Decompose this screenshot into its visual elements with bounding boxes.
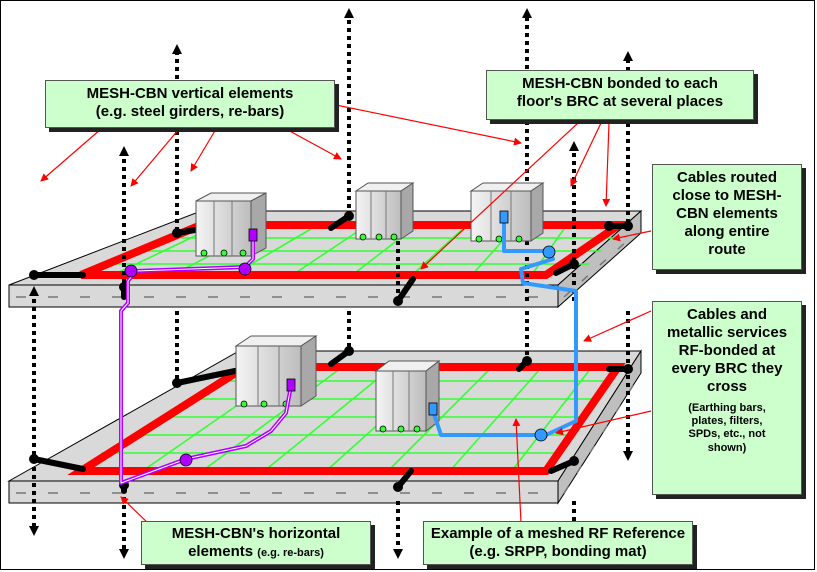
cabinet-upper-left [195,192,267,257]
lower-floor [7,349,642,505]
label-text: close to MESH- [672,187,782,204]
label-text: RF-bonded at [678,342,776,359]
label-text: (e.g. re-bars) [257,547,324,559]
label-text: MESH-CBN bonded to each [522,75,718,92]
upper-slab-front [8,284,559,308]
label-text: elements [188,543,258,560]
label-text: MESH-CBN's horizontal [171,525,341,542]
label-text: floor's BRC at several places [516,93,724,110]
label-horizontal-elements: MESH-CBN's horizontal elements (e.g. re-… [141,521,371,565]
cabinet-lower-right [374,359,441,433]
cabinet-upper-middle [354,182,415,240]
label-text: route [708,241,746,258]
label-text: Cables routed [676,169,778,186]
label-meshed-rf: Example of a meshed RF Reference (e.g. S… [423,521,693,565]
label-rf-bonded: Cables and metallic services RF-bonded a… [652,301,802,495]
label-text: every BRC they [671,360,783,377]
label-text: elements (e.g. re-bars) [142,543,370,561]
label-text: cross [706,378,748,395]
lower-slab-side [557,349,642,505]
label-note: plates, filters, [691,415,763,428]
label-text: (e.g. steel girders, re-bars) [95,103,285,120]
label-text: metallic services [666,324,788,341]
label-note: (Earthing bars, [688,402,766,414]
upper-floor [8,209,643,309]
label-text: (e.g. SRPP, bonding mat) [469,543,647,560]
label-note: SPDs, etc., not [688,428,766,441]
label-text: along entire [684,223,770,240]
label-vertical-elements: MESH-CBN vertical elements (e.g. steel g… [45,80,335,128]
cabinet-lower-left [234,335,318,407]
label-text: MESH-CBN vertical elements [86,85,294,102]
label-text: Example of a meshed RF Reference [430,525,686,542]
label-bonded-brc: MESH-CBN bonded to each floor's BRC at s… [486,70,754,120]
label-text: CBN elements [676,205,778,222]
label-note: shown) [707,441,747,454]
label-text: Cables and [686,306,768,323]
label-cables-routed: Cables routed close to MESH- CBN element… [652,164,802,270]
cable-blue [431,219,578,437]
lower-slab-front [8,480,559,504]
pointer-arrows [40,104,652,527]
